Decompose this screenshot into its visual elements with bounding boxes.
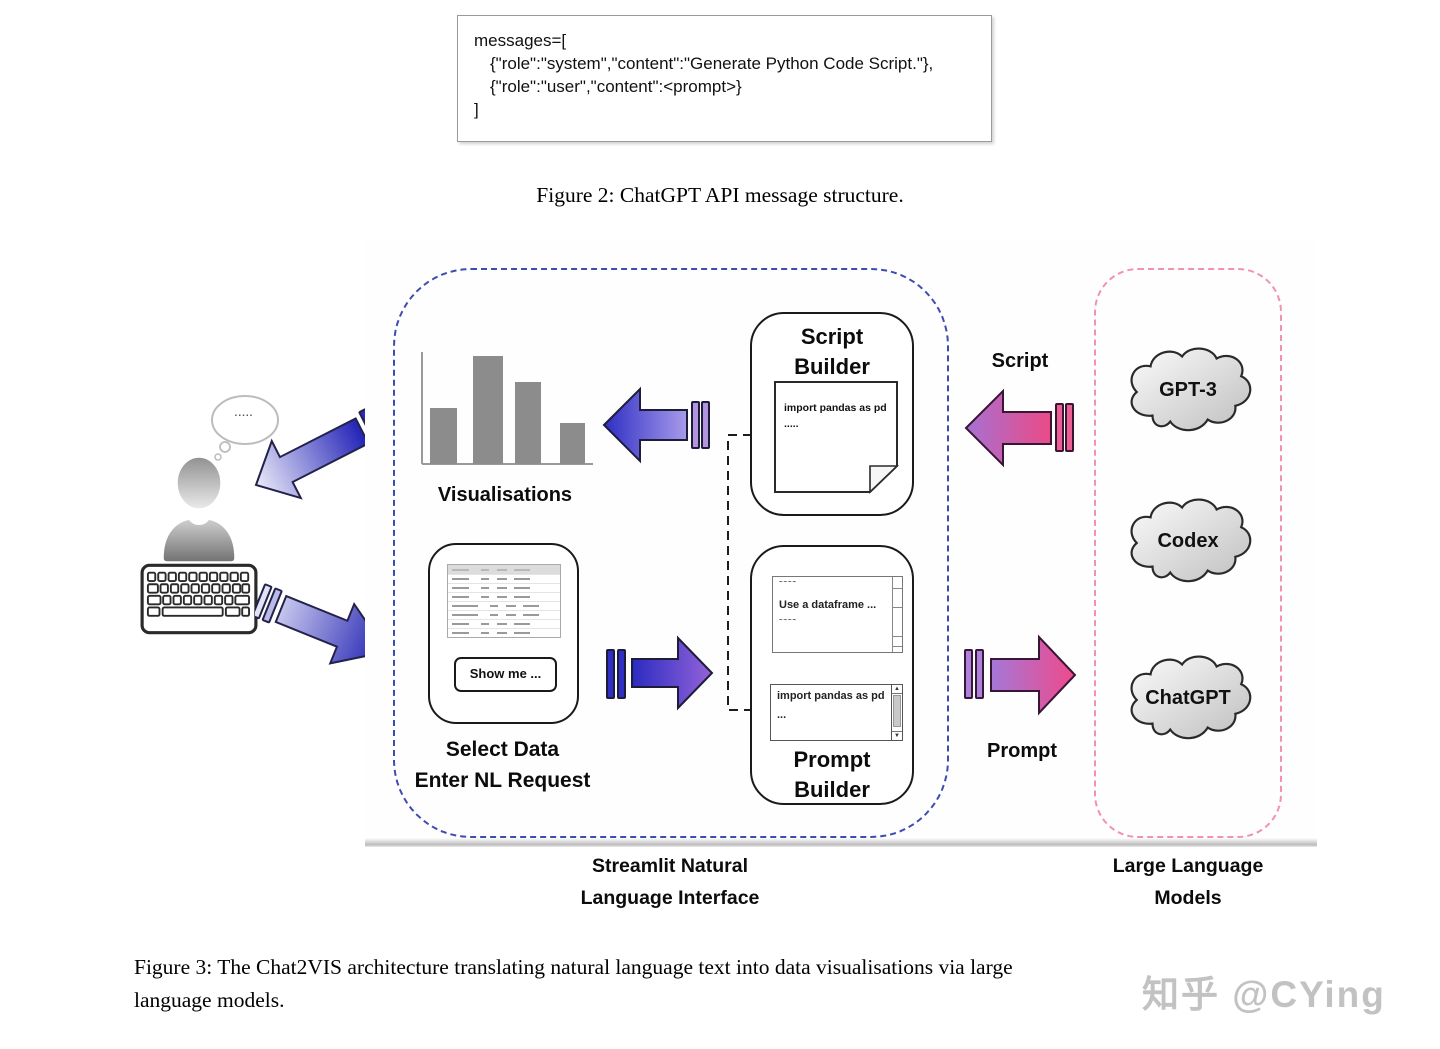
chatgpt-cloud: ChatGPT	[1121, 652, 1255, 746]
prompt-code-panel: import pandas as pd ... ▲ ▼	[770, 684, 903, 741]
select-data-box: Show me ...	[428, 543, 579, 724]
scrollbar[interactable]: ▲ ▼	[891, 685, 902, 740]
script-code-text: import pandas as pd .....	[784, 402, 887, 430]
code-line: {"role":"system","content":"Generate Pyt…	[490, 54, 934, 73]
nl-request-input[interactable]: Show me ...	[454, 657, 557, 692]
streamlit-interface-panel	[393, 268, 949, 838]
script-flow-label: Script	[991, 350, 1049, 372]
api-code-box: messages=[ {"role":"system","content":"G…	[457, 15, 992, 142]
thought-bubble-icon	[211, 395, 279, 461]
prompt-panel-text: Use a dataframe ...	[779, 599, 877, 611]
arrow-prompt-to-llm-icon	[964, 634, 1077, 716]
select-data-label: Select Data Enter NL Request	[414, 738, 591, 792]
scroll-down-icon: ▼	[892, 731, 902, 740]
scrollbar[interactable]	[892, 577, 902, 652]
figure2-caption: Figure 2: ChatGPT API message structure.	[536, 183, 904, 207]
arrow-script-to-visualisations-icon	[602, 386, 710, 464]
code-line: {"role":"user","content":<prompt>}	[490, 77, 742, 96]
code-line: messages=[	[474, 31, 567, 50]
user-icon	[160, 454, 238, 564]
keyboard-icon	[140, 563, 258, 635]
llm-panel-label: Large Language Models	[1112, 855, 1264, 909]
gpt3-cloud: GPT-3	[1121, 344, 1255, 438]
arrow-user-to-interface-icon	[255, 583, 389, 665]
arrow-select-to-prompt-icon	[606, 635, 714, 711]
architecture-figure: Visualisations Show me ... Select Data E…	[365, 240, 1317, 847]
interface-panel-label: Streamlit Natural Language Interface	[580, 855, 760, 909]
script-builder-title: Script Builder	[794, 324, 870, 379]
prompt-builder-title: Prompt Builder	[793, 747, 871, 802]
figure3-caption: Figure 3: The Chat2VIS architecture tran…	[134, 955, 1013, 1012]
prompt-builder-box: Use a dataframe ... import pandas as pd …	[750, 545, 914, 805]
visualisations-chart	[421, 352, 593, 465]
script-document-icon	[774, 381, 899, 494]
thought-text: .....	[234, 408, 254, 419]
codex-cloud: Codex	[1121, 495, 1255, 589]
scroll-up-icon: ▲	[892, 685, 902, 694]
script-builder-box: Script Builder import pandas as pd .....	[750, 312, 914, 516]
arrow-llm-to-script-icon	[964, 388, 1074, 468]
prompt-text-panel: Use a dataframe ...	[772, 576, 903, 653]
visualisations-label: Visualisations	[437, 484, 573, 506]
data-table-preview	[447, 564, 561, 638]
llm-panel	[1094, 268, 1282, 838]
code-line: ]	[474, 100, 479, 119]
watermark: 知乎 @CYing	[1142, 974, 1386, 1015]
prompt-flow-label: Prompt	[987, 740, 1057, 762]
